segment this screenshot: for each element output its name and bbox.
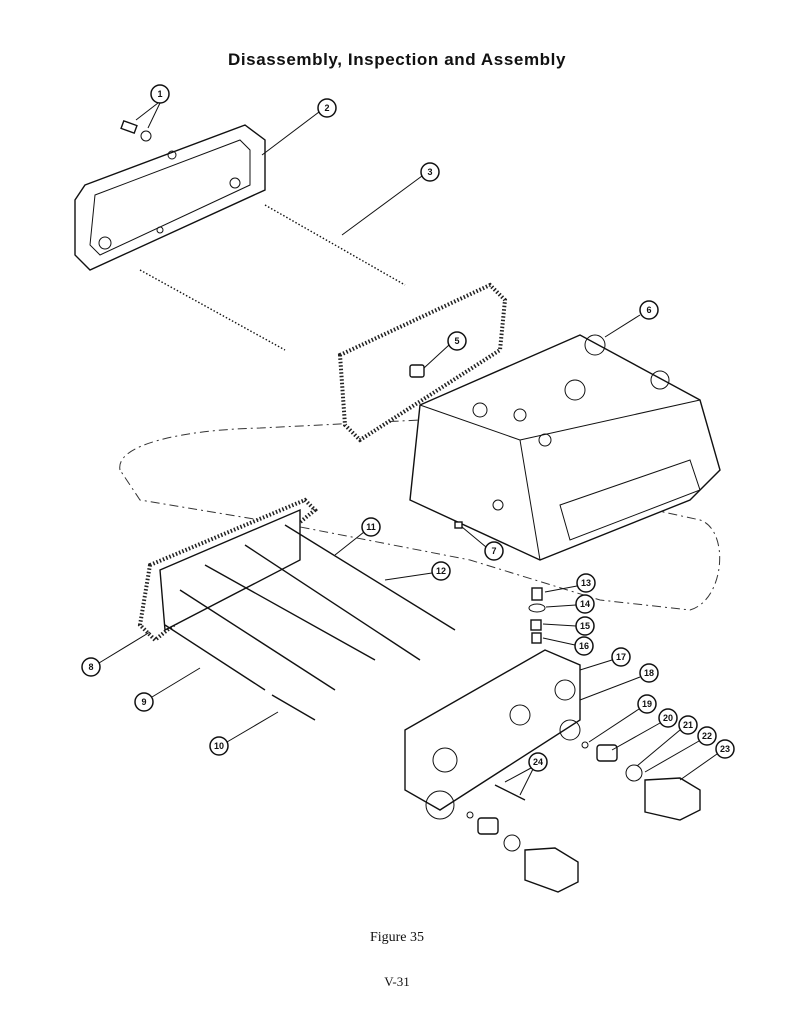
svg-text:19: 19 bbox=[642, 699, 652, 709]
svg-text:9: 9 bbox=[141, 697, 146, 707]
svg-text:16: 16 bbox=[579, 641, 589, 651]
callout-22: 22 bbox=[697, 726, 717, 746]
callout-18: 18 bbox=[639, 663, 659, 683]
screw-and-washer bbox=[120, 119, 152, 142]
callout-21: 21 bbox=[678, 715, 698, 735]
svg-text:6: 6 bbox=[646, 305, 651, 315]
svg-text:18: 18 bbox=[644, 668, 654, 678]
svg-text:1: 1 bbox=[157, 89, 162, 99]
svg-text:24: 24 bbox=[533, 757, 543, 767]
callout-12: 12 bbox=[431, 561, 451, 581]
callout-6: 6 bbox=[639, 300, 659, 320]
callout-13: 13 bbox=[576, 573, 596, 593]
svg-text:10: 10 bbox=[214, 741, 224, 751]
svg-text:15: 15 bbox=[580, 621, 590, 631]
callout-7: 7 bbox=[484, 541, 504, 561]
small-fitting bbox=[454, 521, 463, 529]
lower-valve-housing bbox=[404, 649, 581, 820]
svg-text:7: 7 bbox=[491, 546, 496, 556]
callout-16: 16 bbox=[574, 636, 594, 656]
callout-17: 17 bbox=[611, 647, 631, 667]
callout-19: 19 bbox=[637, 694, 657, 714]
svg-text:2: 2 bbox=[324, 103, 329, 113]
svg-text:22: 22 bbox=[702, 731, 712, 741]
callout-20: 20 bbox=[658, 708, 678, 728]
callout-1: 1 bbox=[150, 84, 170, 104]
cover-plate bbox=[74, 124, 266, 271]
spool-plate bbox=[137, 497, 318, 643]
callout-3: 3 bbox=[420, 162, 440, 182]
svg-text:20: 20 bbox=[663, 713, 673, 723]
valve-body bbox=[409, 334, 721, 561]
svg-text:8: 8 bbox=[88, 662, 93, 672]
gasket-and-plug bbox=[337, 282, 508, 443]
valve-spools bbox=[164, 524, 456, 721]
svg-text:5: 5 bbox=[454, 336, 459, 346]
svg-text:14: 14 bbox=[580, 599, 590, 609]
callout-5: 5 bbox=[447, 331, 467, 351]
callout-15: 15 bbox=[575, 616, 595, 636]
fittings bbox=[466, 741, 701, 893]
callout-8: 8 bbox=[81, 657, 101, 677]
callout-24: 24 bbox=[528, 752, 548, 772]
svg-text:13: 13 bbox=[581, 578, 591, 588]
svg-text:21: 21 bbox=[683, 720, 693, 730]
callout-14: 14 bbox=[575, 594, 595, 614]
callout-23: 23 bbox=[715, 739, 735, 759]
svg-text:3: 3 bbox=[427, 167, 432, 177]
figure-caption: Figure 35 bbox=[369, 930, 425, 945]
svg-text:11: 11 bbox=[366, 522, 376, 532]
page-title: Disassembly, Inspection and Assembly bbox=[227, 50, 567, 69]
svg-text:23: 23 bbox=[720, 744, 730, 754]
callout-11: 11 bbox=[361, 517, 381, 537]
springs bbox=[139, 204, 406, 351]
svg-text:12: 12 bbox=[436, 566, 446, 576]
svg-text:17: 17 bbox=[616, 652, 626, 662]
callout-10: 10 bbox=[209, 736, 229, 756]
page-number: V-31 bbox=[384, 974, 410, 989]
callout-2: 2 bbox=[317, 98, 337, 118]
check-valve-parts bbox=[528, 587, 546, 644]
callout-9: 9 bbox=[134, 692, 154, 712]
